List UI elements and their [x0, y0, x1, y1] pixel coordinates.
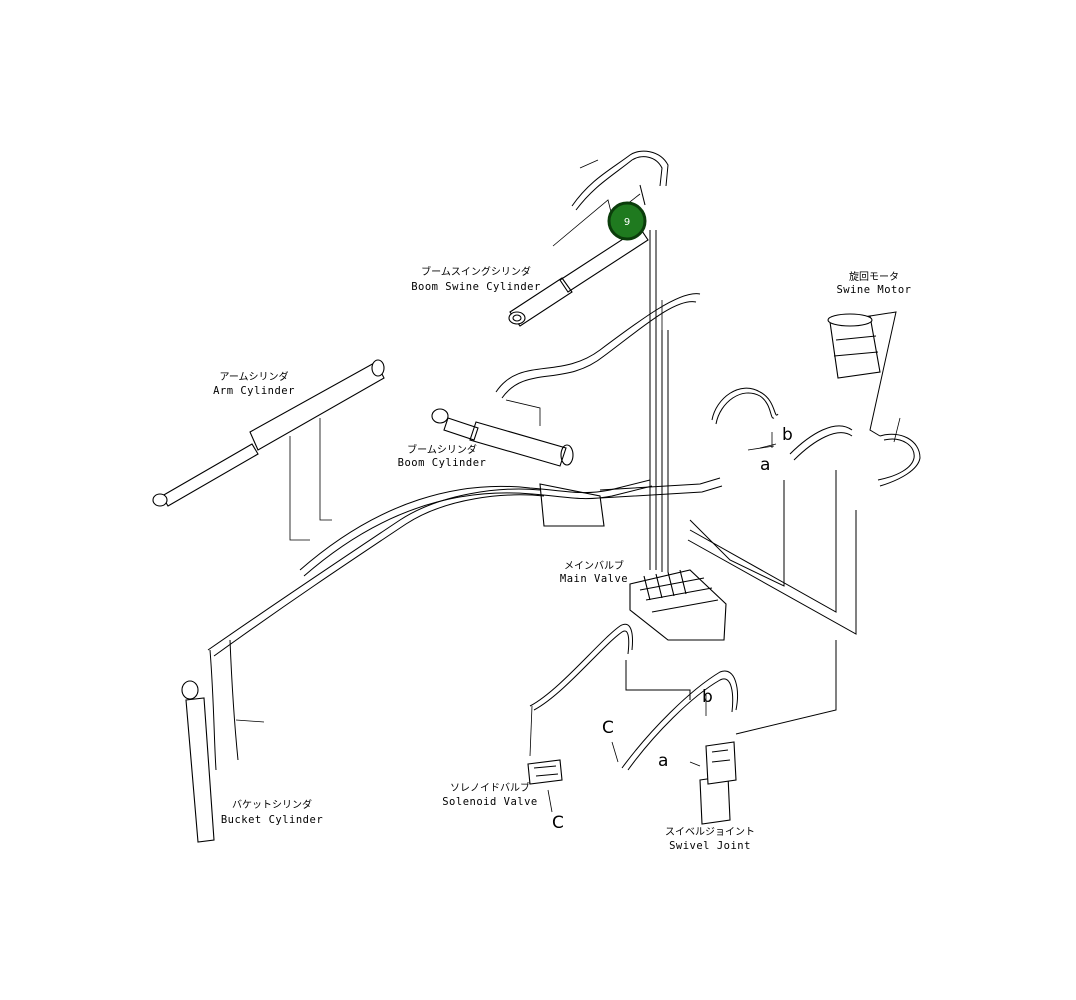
label-jp: スイベルジョイント [665, 826, 755, 838]
label-arm-cylinder: アームシリンダ Arm Cylinder [213, 370, 295, 397]
trunk-lines [649, 230, 669, 572]
boom-cylinder [431, 293, 701, 467]
letter-c-lower: C [552, 813, 564, 833]
label-en: Arm Cylinder [213, 385, 295, 397]
label-jp: ブームスイングシリンダ [421, 265, 531, 278]
bucket-cylinder [181, 639, 265, 843]
label-jp: ソレノイドバルブ [450, 781, 530, 794]
letter-b-lower: b [702, 687, 713, 707]
hose-bundle [207, 477, 723, 657]
callout-marker[interactable]: 9 [607, 201, 647, 241]
label-en: Bucket Cylinder [221, 814, 323, 826]
label-swivel-joint: スイベルジョイント Swivel Joint [665, 826, 755, 852]
swivel-joint [699, 741, 737, 825]
callout-circle[interactable] [607, 201, 647, 241]
right-piping [687, 387, 857, 735]
label-main-valve: メインバルブ Main Valve [560, 559, 628, 585]
label-jp: メインバルブ [564, 559, 624, 572]
boom-swing-hoses [571, 150, 669, 211]
label-en: Swine Motor [836, 284, 911, 296]
letter-c-upper: C [602, 718, 614, 738]
callout-number: 9 [624, 217, 630, 228]
label-boom-cylinder: ブームシリンダ Boom Cylinder [398, 443, 487, 469]
label-en: Boom Cylinder [398, 457, 487, 469]
lower-piping [529, 623, 738, 771]
label-jp: バケットシリンダ [232, 798, 312, 811]
label-swing-motor: 旋回モータ Swine Motor [836, 270, 911, 296]
letter-a-upper: a [760, 455, 770, 475]
label-jp: アームシリンダ [219, 370, 288, 383]
label-en: Swivel Joint [669, 840, 751, 852]
swing-motor [827, 311, 921, 487]
label-jp: ブームシリンダ [407, 443, 477, 456]
label-jp: 旋回モータ [849, 270, 899, 283]
label-bucket-cylinder: バケットシリンダ Bucket Cylinder [221, 798, 323, 826]
letter-a-lower: a [658, 751, 668, 771]
label-boom-swing-cylinder: ブームスイングシリンダ Boom Swine Cylinder [411, 265, 541, 293]
letter-b-upper: b [782, 425, 793, 445]
boom-swing-cylinder [508, 193, 649, 327]
arm-cylinder [152, 359, 385, 541]
main-valve [629, 548, 727, 641]
label-en: Boom Swine Cylinder [411, 281, 541, 293]
label-en: Solenoid Valve [442, 796, 538, 808]
label-solenoid-valve: ソレノイドバルブ Solenoid Valve [442, 781, 538, 808]
solenoid-valve [527, 759, 563, 785]
label-en: Main Valve [560, 573, 628, 585]
arrows [547, 443, 777, 813]
